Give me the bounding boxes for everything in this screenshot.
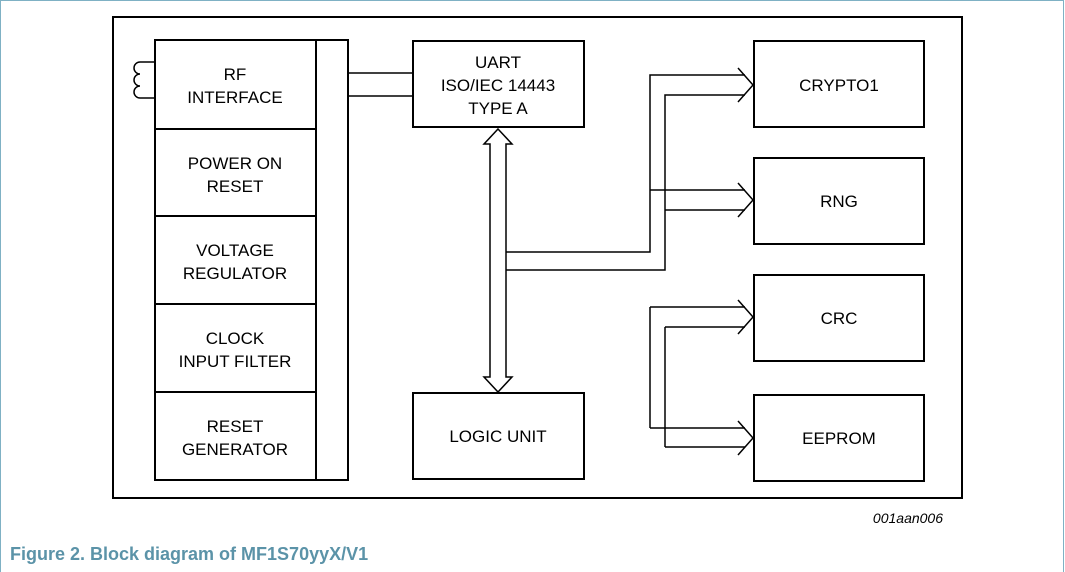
modules-column xyxy=(154,39,349,481)
figure-reference-code: 001aan006 xyxy=(872,510,943,526)
clock-input-filter-line1: CLOCK xyxy=(206,329,265,348)
figure-caption: Figure 2. Block diagram of MF1S70yyX/V1 xyxy=(10,544,369,564)
power-on-reset-line1: POWER ON xyxy=(188,154,282,173)
uart-line2: ISO/IEC 14443 xyxy=(441,76,555,95)
crc-label: CRC xyxy=(821,309,858,328)
reset-generator-line2: GENERATOR xyxy=(182,440,288,459)
voltage-regulator-line2: REGULATOR xyxy=(183,264,287,283)
reset-generator-line1: RESET xyxy=(207,417,264,436)
rng-block xyxy=(753,157,925,245)
power-on-reset-line2: RESET xyxy=(207,177,264,196)
bus-inner-line xyxy=(506,94,745,271)
eeprom-arrowhead xyxy=(737,420,755,456)
crc-arrowhead xyxy=(737,299,755,335)
chip-boundary xyxy=(112,16,963,499)
crypto1-label: CRYPTO1 xyxy=(799,76,879,95)
eeprom-label: EEPROM xyxy=(802,429,876,448)
rf-interface-line1: RF xyxy=(224,65,247,84)
crc-block xyxy=(753,274,925,362)
rng-label: RNG xyxy=(820,192,858,211)
clock-input-filter-line2: INPUT FILTER xyxy=(179,352,292,371)
logic-unit-block xyxy=(412,392,585,480)
antenna-coil-icon xyxy=(133,61,155,99)
uart-line3: TYPE A xyxy=(468,99,528,118)
uart-block xyxy=(412,40,585,128)
logic-unit-label: LOGIC UNIT xyxy=(449,427,546,446)
rng-arrowhead xyxy=(737,182,755,218)
bus-outer-line xyxy=(506,74,745,253)
crypto1-block xyxy=(753,40,925,128)
uart-line1: UART xyxy=(475,53,521,72)
voltage-regulator-line1: VOLTAGE xyxy=(196,241,274,260)
eeprom-block xyxy=(753,394,925,482)
uart-logic-arrow xyxy=(482,127,514,394)
rf-interface-line2: INTERFACE xyxy=(187,88,282,107)
crypto1-arrowhead xyxy=(737,67,755,103)
